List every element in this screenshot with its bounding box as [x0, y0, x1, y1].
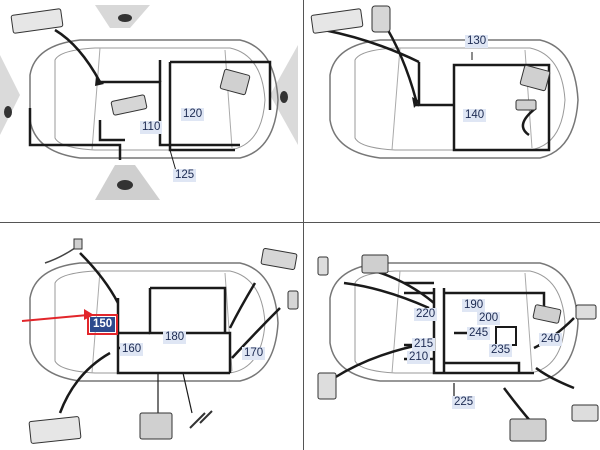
battery-module-icon: [509, 418, 547, 442]
top-left-leader: [54, 28, 102, 83]
rear-module-icon: [532, 304, 562, 324]
top-right-leader-a: [323, 28, 420, 64]
side-module-icon: [575, 304, 597, 320]
callout-label[interactable]: 200: [477, 312, 501, 325]
callout-label[interactable]: 160: [120, 343, 144, 356]
callout-label[interactable]: 140: [463, 109, 487, 122]
car-inner-outline: [54, 47, 266, 151]
callout-label[interactable]: 190: [462, 299, 486, 312]
callout-label[interactable]: 125: [173, 169, 197, 182]
rear-sensor-icon: [571, 404, 599, 422]
vertical-divider: [303, 0, 304, 450]
control-unit-icon: [110, 94, 148, 116]
radio-module-icon: [260, 247, 298, 271]
car-inner-outline: [354, 47, 566, 151]
top-right-drawing: [310, 5, 579, 159]
callout-label-selected[interactable]: 150: [86, 314, 119, 335]
callout-label[interactable]: 210: [407, 351, 431, 364]
car-body-outline: [29, 39, 279, 159]
callout-label[interactable]: 240: [539, 333, 563, 346]
antenna-lead-icon: [44, 247, 76, 264]
callout-label[interactable]: 220: [414, 308, 438, 321]
rear-module-icon: [519, 64, 551, 92]
callout-label[interactable]: 235: [489, 344, 513, 357]
left-camera-eye: [4, 106, 12, 118]
car-body-outline: [329, 39, 579, 159]
display-module-icon: [310, 8, 364, 34]
car-inner-outline: [354, 270, 566, 374]
front-camera-eye: [118, 14, 132, 22]
horizontal-divider: [0, 222, 600, 223]
satellite-icon: [189, 410, 213, 429]
right-camera-eye: [280, 91, 288, 103]
amplifier-icon: [139, 412, 173, 440]
callout-label[interactable]: 225: [452, 396, 476, 409]
car-body-outline: [29, 262, 279, 382]
rear-window-line: [224, 49, 233, 149]
harness-wires: [28, 60, 272, 160]
panel-top-right: 130 140: [304, 0, 600, 222]
top-left-drawing: [0, 5, 298, 200]
remote-module-icon: [10, 8, 64, 34]
callout-label[interactable]: 170: [242, 347, 266, 360]
callout-label[interactable]: 130: [465, 35, 489, 48]
windshield-line: [91, 47, 101, 151]
remote-key-icon: [371, 5, 391, 33]
sensor-module-icon: [515, 99, 537, 111]
receiver-module-icon: [361, 254, 389, 274]
harness-wires: [116, 286, 232, 375]
selection-arrow: [21, 314, 89, 322]
connector-icon: [287, 290, 299, 310]
front-module-icon: [317, 372, 337, 400]
callout-label[interactable]: 245: [467, 327, 491, 340]
head-unit-icon: [28, 416, 82, 444]
callout-label[interactable]: 110: [140, 121, 163, 134]
panel-bottom-right: 190 200 210 215 220 225 235 240 245: [304, 223, 600, 450]
panel-top-left: 110 120 125: [0, 0, 303, 222]
callout-label[interactable]: 180: [163, 331, 187, 344]
callout-label[interactable]: 120: [181, 108, 205, 121]
left-sensor-beam: [0, 55, 20, 135]
panel-bottom-left: 150 160 170 180: [0, 223, 303, 450]
callout-label[interactable]: 215: [412, 338, 436, 351]
bottom-left-drawing: [21, 238, 299, 444]
rear-module-icon: [219, 68, 251, 96]
rear-camera-eye: [117, 180, 133, 190]
center-module-box: [495, 326, 517, 346]
remote-key-icon: [317, 256, 329, 276]
